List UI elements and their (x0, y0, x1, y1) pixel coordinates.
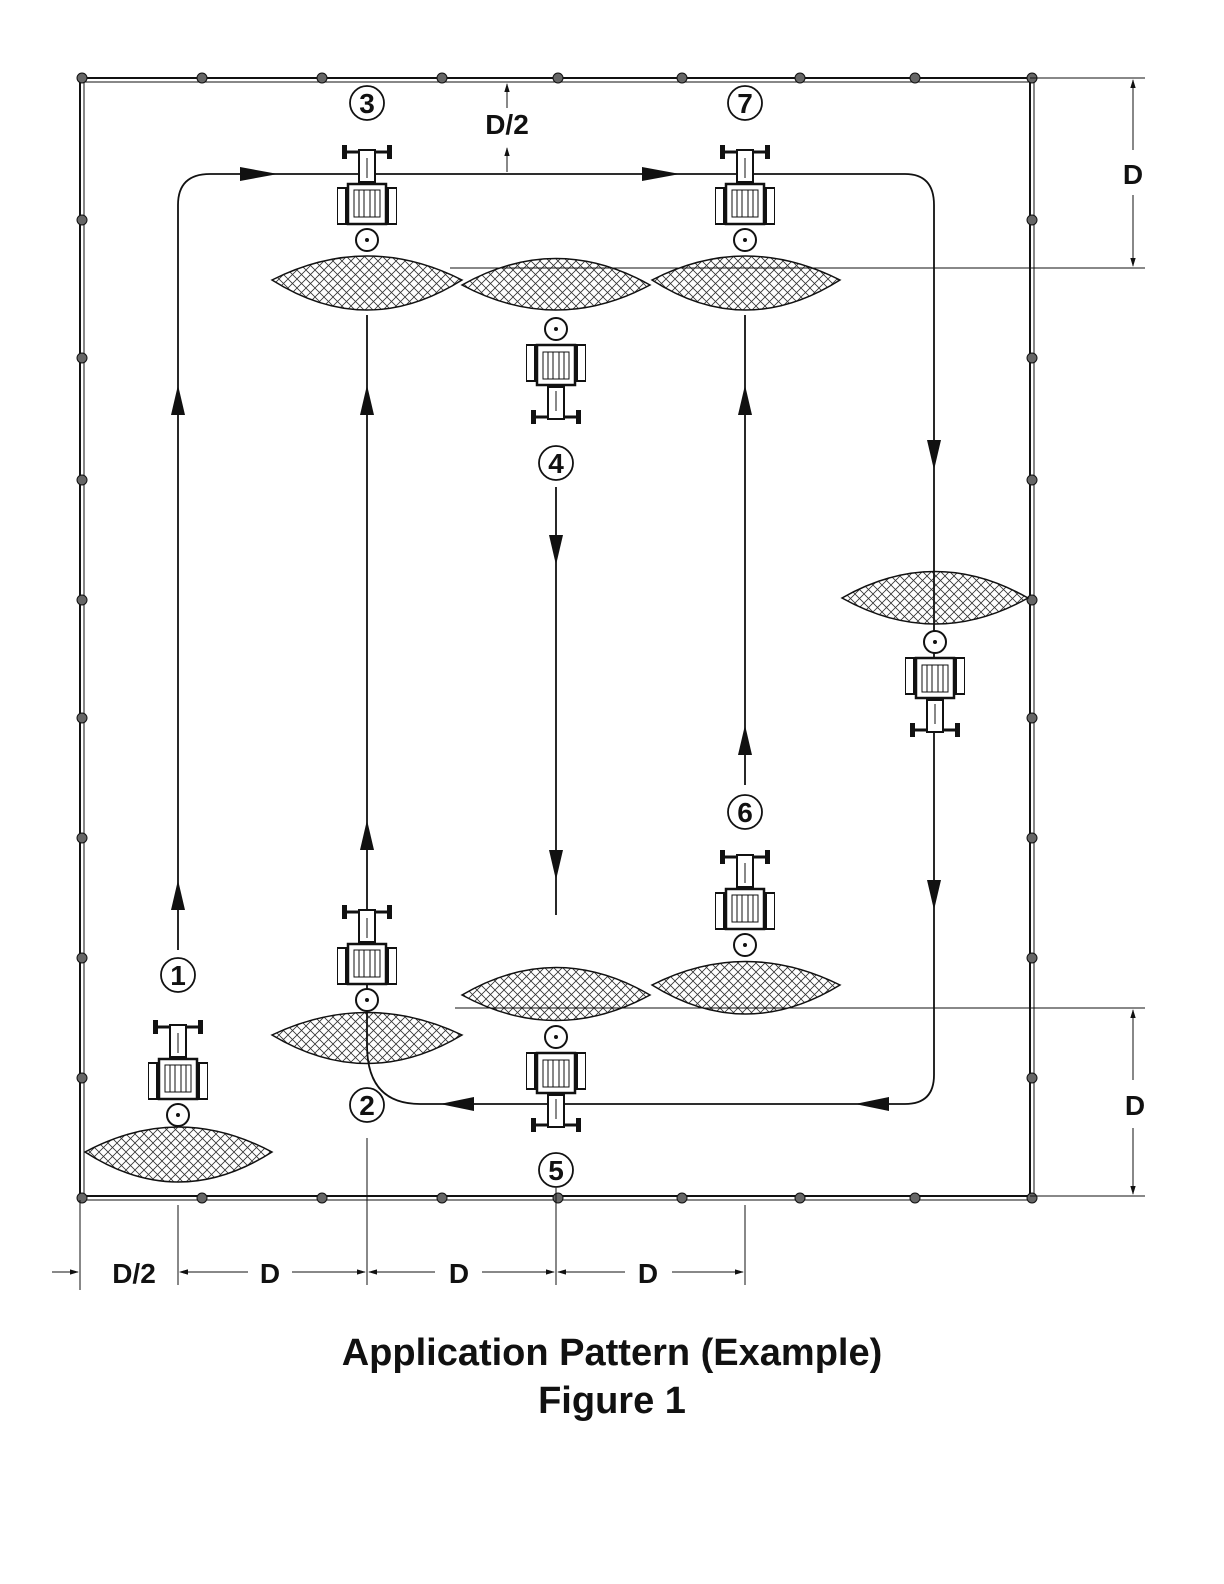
application-pattern-diagram: 1 2 3 4 5 6 7 (0, 0, 1224, 1330)
pass-label-1: 1 (170, 960, 186, 991)
field-post-icon (910, 1193, 920, 1203)
pass-label-4: 4 (548, 448, 564, 479)
field-post-icon (1027, 1073, 1037, 1083)
field-post-icon (197, 73, 207, 83)
field-post-icon (553, 1193, 563, 1203)
pass-labels: 1 2 3 4 5 6 7 (161, 86, 762, 1187)
tractor-6 (715, 850, 775, 956)
tractor-8 (905, 631, 965, 737)
field-post-icon (1027, 713, 1037, 723)
tractor-7 (715, 145, 775, 251)
tractor-5 (526, 1026, 586, 1132)
field-post-icon (77, 833, 87, 843)
spread-pattern-8 (842, 572, 1028, 625)
dimension-lines (52, 78, 1145, 1290)
spread-pattern-7 (652, 256, 840, 310)
spread-pattern-3 (272, 256, 462, 310)
spread-pattern-5 (462, 968, 650, 1021)
field-post-icon (677, 73, 687, 83)
spread-pattern-6 (652, 962, 840, 1015)
pass-label-7: 7 (737, 88, 753, 119)
dim-bottom-3: D (638, 1258, 658, 1289)
field-post-icon (437, 73, 447, 83)
field-post-icon (1027, 353, 1037, 363)
pass-label-2: 2 (359, 1090, 375, 1121)
field-post-icon (317, 73, 327, 83)
dim-bottom-2: D (449, 1258, 469, 1289)
field-post-icon (77, 1193, 87, 1203)
pass-label-3: 3 (359, 88, 375, 119)
travel-path (178, 174, 934, 1104)
field-post-icon (1027, 1193, 1037, 1203)
dim-bottom-right: D (1125, 1090, 1145, 1121)
field-post-icon (77, 953, 87, 963)
field-post-icon (1027, 475, 1037, 485)
dim-top-right: D (1123, 159, 1143, 190)
tractor-1 (148, 1020, 208, 1126)
spread-pattern-4 (462, 259, 650, 311)
pass-label-5: 5 (548, 1155, 564, 1186)
pass-label-6: 6 (737, 797, 753, 828)
field-post-icon (1027, 953, 1037, 963)
dim-bottom-1: D (260, 1258, 280, 1289)
field-post-icon (197, 1193, 207, 1203)
field-post-icon (677, 1193, 687, 1203)
field-post-icon (317, 1193, 327, 1203)
field-post-icon (77, 1073, 87, 1083)
field-post-icon (437, 1193, 447, 1203)
field-post-icon (910, 73, 920, 83)
field-post-icon (77, 353, 87, 363)
field-post-icon (77, 595, 87, 605)
field-post-icon (553, 73, 563, 83)
field-post-icon (77, 215, 87, 225)
figure-title: Application Pattern (Example) (0, 1332, 1224, 1375)
tractor-2 (337, 905, 397, 1011)
dim-top-offset: D/2 (485, 109, 529, 140)
field-post-icon (1027, 595, 1037, 605)
field-post-icon (795, 1193, 805, 1203)
tractor-3 (337, 145, 397, 251)
field-post-icon (77, 713, 87, 723)
spread-pattern-1 (85, 1127, 272, 1182)
field-post-icon (1027, 215, 1037, 225)
dim-bottom-0: D/2 (112, 1258, 156, 1289)
field-post-icon (77, 73, 87, 83)
tractor-4 (526, 318, 586, 424)
figure-number: Figure 1 (0, 1380, 1224, 1423)
field-post-icon (1027, 833, 1037, 843)
field-post-icon (795, 73, 805, 83)
field-post-icon (77, 475, 87, 485)
